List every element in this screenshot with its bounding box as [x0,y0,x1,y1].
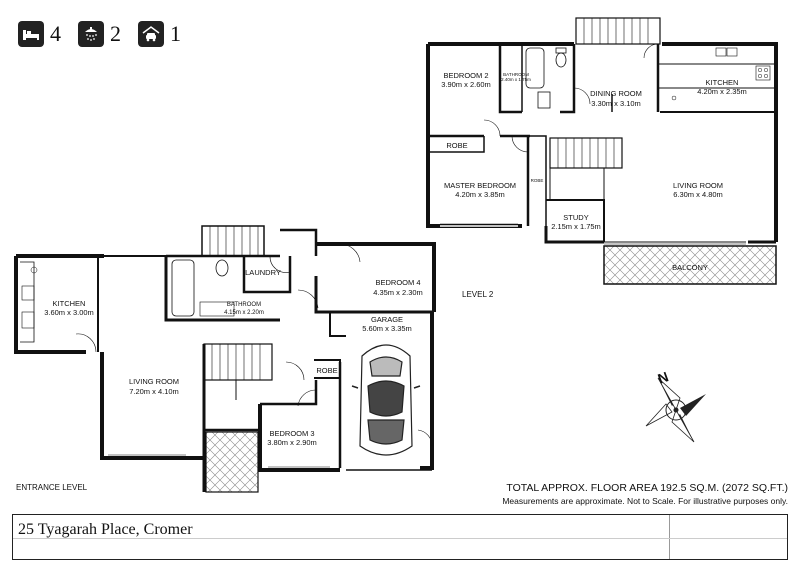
kitchen-up-name: KITCHEN [706,78,739,87]
robe-up-label: ROBE [446,141,467,150]
kitchen-low-dims: 3.60m x 3.00m [44,308,94,317]
master-dims: 4.20m x 3.85m [455,190,505,199]
bedrooms-stat: 4 [18,20,61,48]
living-low-dims: 7.20m x 4.10m [129,387,179,396]
address-box-divider [669,515,670,559]
property-address: 25 Tyagarah Place, Cromer [18,521,193,538]
bathroom-low-name: BATHROOM [227,302,261,308]
bedrooms-count: 4 [50,21,61,46]
bathrooms-count: 2 [110,21,121,46]
total-floor-area: TOTAL APPROX. FLOOR AREA 192.5 SQ.M. (20… [506,482,788,494]
living-up-name: LIVING ROOM [673,181,723,190]
garage-name: GARAGE [371,315,403,324]
dining-name: DINING ROOM [590,89,642,98]
bedroom4-name: BEDROOM 4 [375,278,420,287]
master-name: MASTER BEDROOM [444,181,516,190]
bedroom2-dims: 3.90m x 2.60m [441,80,491,89]
entrance-level-label: ENTRANCE LEVEL [16,483,88,492]
address-box: 25 Tyagarah Place, Cromer [12,514,788,560]
bedroom3-name: BEDROOM 3 [269,429,314,438]
living-low-name: LIVING ROOM [129,377,179,386]
car-icon [138,21,164,47]
parking-stat: 1 [138,20,181,48]
shower-icon [78,21,104,47]
disclaimer-text: Measurements are approximate. Not to Sca… [502,496,788,506]
level2-plan [426,17,778,285]
study-name: STUDY [563,213,588,222]
bedroom4-dims: 4.35m x 2.30m [373,288,423,297]
bedroom2-name: BEDROOM 2 [443,71,488,80]
robe-master-label: ROBE [531,178,544,183]
address-box-rule [13,538,787,539]
car-icon [351,344,421,456]
dining-dims: 3.30m x 3.10m [591,99,641,108]
compass-icon [645,377,706,443]
bathroom-up-dims: 2.40m x 1.75m [501,77,531,82]
laundry-label: LAUNDRY [245,268,281,277]
level2-label: LEVEL 2 [462,290,494,299]
robe-low-label: ROBE [316,366,337,375]
kitchen-up-dims: 4.20m x 2.35m [697,87,747,96]
bed-icon [18,21,44,47]
bedroom3-dims: 3.80m x 2.90m [267,438,317,447]
bathrooms-stat: 2 [78,20,121,48]
balcony-label: BALCONY [672,263,708,272]
parking-count: 1 [170,21,181,46]
garage-dims: 5.60m x 3.35m [362,324,412,333]
kitchen-low-name: KITCHEN [53,299,86,308]
bathroom-low-dims: 4.15m x 2.20m [224,310,264,316]
bathroom-up-name: BATHROOM [503,72,529,77]
study-dims: 2.15m x 1.75m [551,222,601,231]
living-up-dims: 6.30m x 4.80m [673,190,723,199]
compass-north-label: N [656,368,671,386]
entrance-level-plan [14,225,436,493]
